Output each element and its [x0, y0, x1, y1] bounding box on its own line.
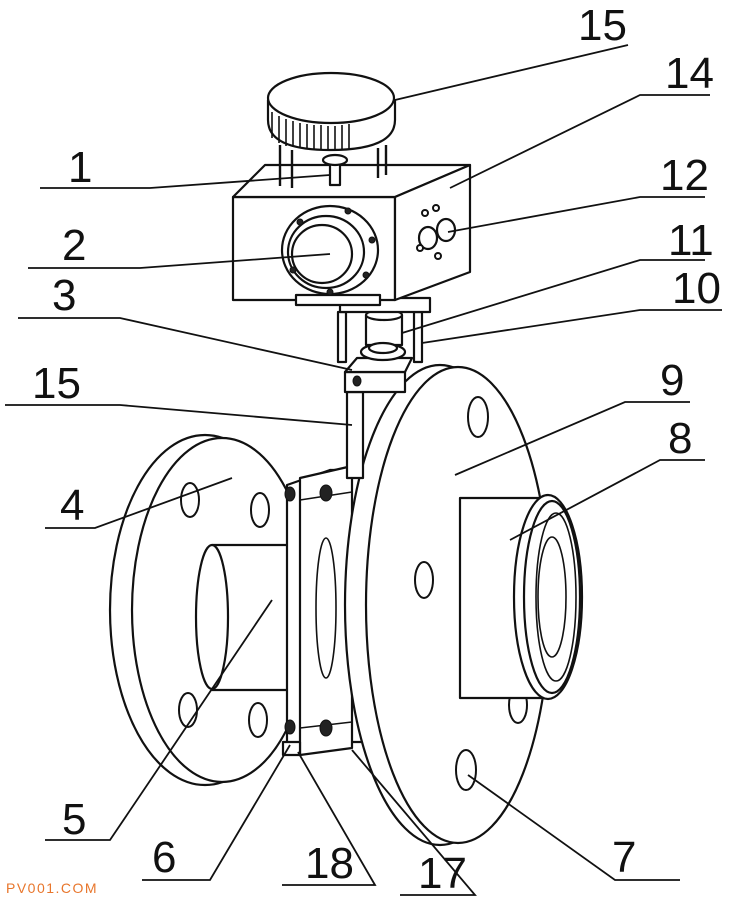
callout-11: 11 [668, 216, 714, 265]
callout-5: 5 [62, 795, 86, 844]
callout-3: 3 [52, 271, 76, 320]
callout-15: 15 [32, 359, 81, 408]
callout-12: 12 [660, 151, 709, 200]
callout-14: 15 [578, 1, 627, 50]
right-pipe [458, 493, 584, 701]
callout-7: 7 [612, 833, 636, 882]
heat-sink [266, 71, 397, 188]
right-flange [343, 363, 552, 847]
callout-18: 18 [305, 839, 354, 888]
leader-lines [5, 44, 722, 896]
callout-1: 1 [68, 143, 92, 192]
callout-13: 14 [665, 49, 714, 98]
callout-9: 9 [660, 356, 684, 405]
callout-8: 8 [668, 414, 692, 463]
callout-labels: 15 14 1 12 2 11 3 10 15 9 8 4 5 6 18 17 … [32, 1, 721, 898]
callout-17: 17 [418, 849, 467, 898]
watermark: PV001.COM [6, 880, 98, 896]
callout-2: 2 [62, 221, 86, 270]
left-pipe [194, 543, 302, 692]
actuator-box [231, 163, 472, 307]
callout-6: 6 [152, 833, 176, 882]
callout-10: 10 [672, 264, 721, 313]
valve-stem [336, 296, 432, 480]
callout-4: 4 [60, 481, 84, 530]
